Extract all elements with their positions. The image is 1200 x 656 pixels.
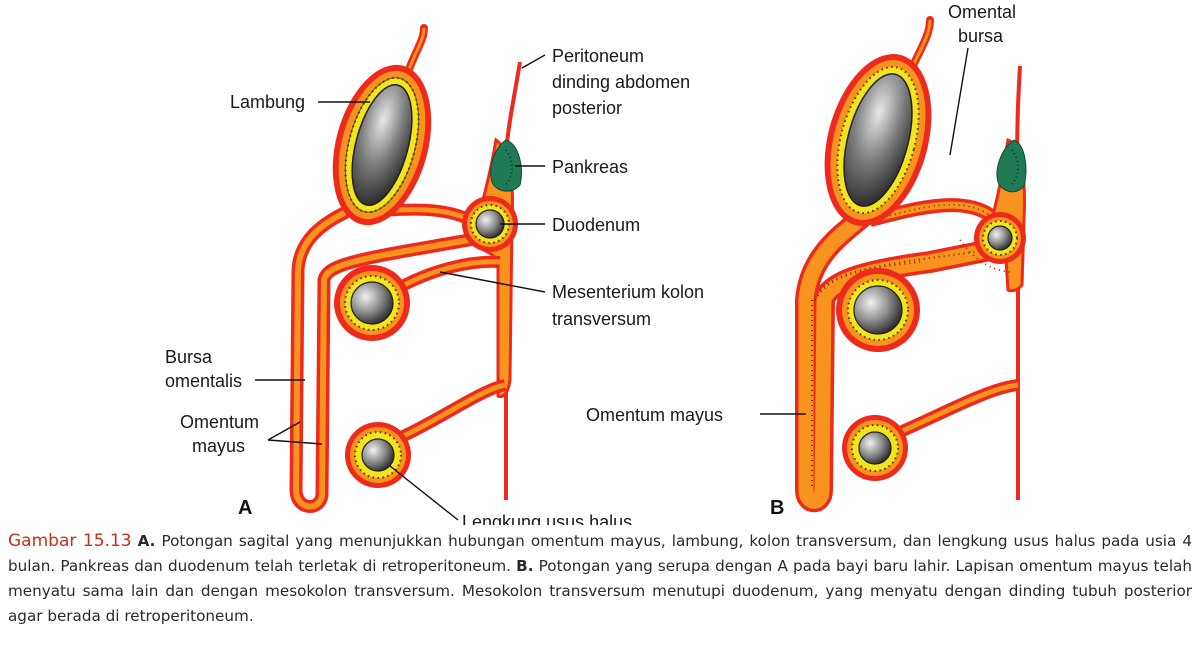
- panel-b-letter: B: [770, 497, 784, 519]
- caption-marker-b: B.: [516, 557, 534, 575]
- label-bursa-1: Bursa: [165, 347, 213, 367]
- transverse-colon-a: [334, 265, 410, 341]
- panel-a-diagram: Lambung Peritoneum dinding abdomen poste…: [165, 24, 704, 525]
- label-lambung: Lambung: [230, 92, 305, 112]
- label-pankreas: Pankreas: [552, 157, 628, 177]
- sagittal-section-figure: Lambung Peritoneum dinding abdomen poste…: [165, 2, 1027, 525]
- label-bursa-2: omentalis: [165, 371, 242, 391]
- caption-marker-a: A.: [137, 532, 156, 550]
- stomach-a: [332, 64, 432, 226]
- transverse-colon-b: [836, 268, 920, 352]
- caption-text-a: Potongan sagital yang menunjukkan hubung…: [8, 532, 1193, 575]
- label-omentum-mayus-b: Omentum mayus: [586, 405, 723, 425]
- label-mesenterium-1: Mesenterium kolon: [552, 282, 704, 302]
- stomach-b: [824, 54, 932, 226]
- duodenum-b: [974, 212, 1026, 264]
- small-intestine-loop-b: [842, 415, 908, 481]
- small-intestine-loop-a: [345, 422, 411, 488]
- figure-caption: Gambar 15.13 A. Potongan sagital yang me…: [8, 529, 1192, 629]
- caption-text-b: Potongan yang serupa dengan A pada bayi …: [8, 557, 1192, 625]
- label-omentum-1: Omentum: [180, 412, 259, 432]
- pancreas-b: [996, 139, 1027, 193]
- panel-a-letter: A: [238, 497, 252, 519]
- label-peritoneum-3: posterior: [552, 98, 622, 118]
- label-peritoneum-1: Peritoneum: [552, 46, 644, 66]
- caption-label: Gambar 15.13: [8, 531, 132, 551]
- leader-lines-b: [760, 47, 969, 415]
- label-omental-2: bursa: [958, 26, 1004, 46]
- leader-lines-a: [255, 54, 546, 521]
- panel-b-diagram: Omental bursa Omentum mayus B: [586, 2, 1027, 519]
- label-omental-1: Omental: [948, 2, 1016, 22]
- label-omentum-2: mayus: [192, 436, 245, 456]
- label-mesenterium-2: transversum: [552, 309, 651, 329]
- label-lengkung: Lengkung usus halus: [462, 512, 632, 525]
- label-duodenum: Duodenum: [552, 215, 640, 235]
- label-peritoneum-2: dinding abdomen: [552, 72, 690, 92]
- pancreas-a: [490, 139, 522, 192]
